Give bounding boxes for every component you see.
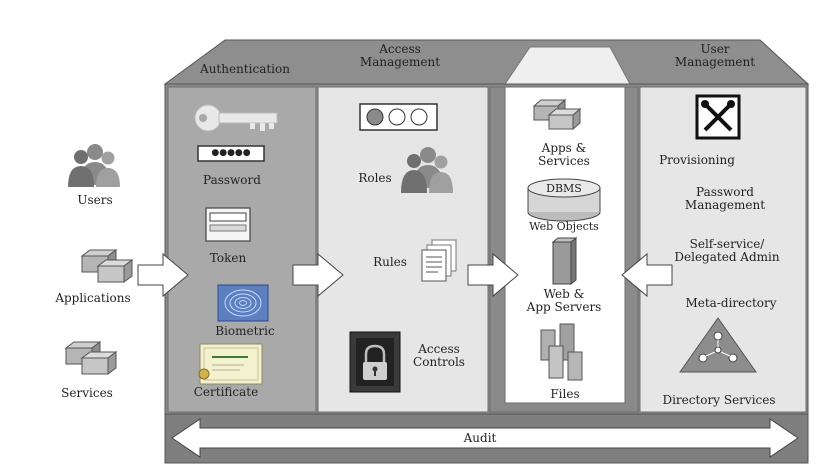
apps-services-icon [532, 98, 582, 131]
services-icon [64, 341, 118, 375]
password-label: Password [203, 173, 261, 187]
lock-icon [349, 331, 401, 393]
audit-label: Audit [463, 431, 497, 445]
password-mask: ●●●●● [211, 148, 251, 158]
access-controls-label: Access Controls [413, 342, 465, 369]
directory-services-icon [679, 317, 757, 373]
access-management-header: Access Management [359, 42, 441, 69]
applications-icon [80, 249, 134, 283]
biometric-label: Biometric [215, 324, 275, 338]
meta-directory-label: Meta-directory [685, 296, 777, 310]
rules-label: Rules [373, 255, 407, 269]
web-objects-label: Web Objects [529, 220, 599, 233]
files-label: Files [550, 387, 580, 401]
self-service-label: Self-service/ Delegated Admin [674, 237, 780, 264]
arrow-into-resources [467, 252, 519, 298]
users-label: Users [77, 193, 113, 207]
file-servers-icon [540, 323, 583, 381]
traffic-light-icon [359, 103, 438, 131]
provisioning-label: Provisioning [659, 153, 735, 167]
access-panel [317, 86, 489, 413]
applications-label: Applications [55, 291, 131, 305]
certificate-icon [198, 343, 263, 385]
authentication-header: Authentication [200, 62, 290, 76]
token-icon [205, 207, 251, 242]
token-label: Token [209, 251, 247, 265]
certificate-label: Certificate [193, 385, 259, 399]
audit-arrow [171, 418, 799, 458]
server-tower-icon [551, 236, 578, 286]
database-icon [527, 178, 601, 222]
provisioning-tools-icon [695, 94, 741, 140]
arrow-from-user-management [621, 252, 673, 298]
dbms-label: DBMS [546, 182, 582, 195]
key-icon [194, 104, 278, 132]
apps-services-label: Apps & Services [538, 141, 590, 168]
directory-services-label: Directory Services [662, 393, 776, 407]
password-field-icon [197, 145, 265, 162]
fingerprint-icon [217, 284, 269, 322]
web-app-servers-label: Web & App Servers [526, 287, 602, 314]
rules-documents-icon [421, 239, 457, 282]
users-icon [68, 144, 120, 187]
services-label: Services [61, 386, 113, 400]
password-management-label: Password Management [684, 185, 766, 212]
arrow-into-authentication [137, 252, 189, 298]
roles-label: Roles [358, 171, 392, 185]
roles-users-icon [401, 147, 453, 193]
arrow-into-access [292, 252, 344, 298]
user-management-header: User Management [674, 42, 756, 69]
